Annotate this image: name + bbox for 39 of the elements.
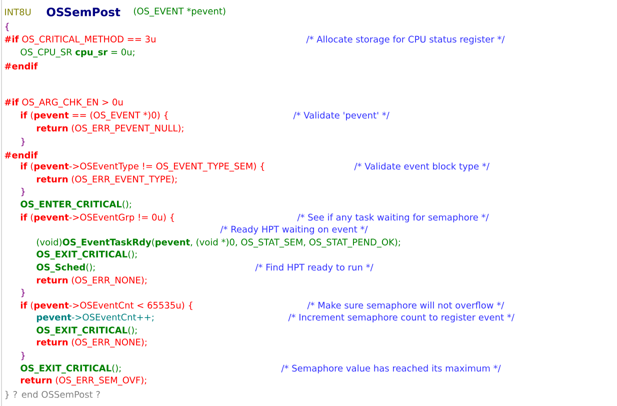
code-comment: /* Ready HPT waiting on event */ bbox=[220, 226, 368, 234]
code-line: OS_ENTER_CRITICAL(); bbox=[20, 200, 131, 210]
code-line: OS_CPU_SR cpu_sr = 0u; bbox=[20, 48, 134, 58]
code-line: if (pevent == (OS_EVENT *)0) { bbox=[20, 112, 168, 120]
code-comment: /* Make sure semaphore will not overflow */ bbox=[307, 302, 504, 310]
code-line: INT8U bbox=[5, 8, 31, 16]
code-comment: /* Increment semaphore count to register event */ bbox=[288, 314, 514, 322]
code-comment: /* Validate 'pevent' */ bbox=[293, 112, 390, 120]
code-line: } bbox=[21, 352, 25, 360]
code-line: #endif bbox=[4, 62, 38, 70]
code-comment: /* See if any task waiting for semaphore */ bbox=[297, 214, 489, 222]
code-line: OS_EXIT_CRITICAL(); bbox=[36, 250, 137, 260]
code-line: } bbox=[21, 288, 25, 298]
code-line: OS_EXIT_CRITICAL(); bbox=[20, 364, 121, 374]
code-comment: /* Validate event block type */ bbox=[354, 162, 490, 172]
code-line: OS_EXIT_CRITICAL(); bbox=[36, 326, 137, 336]
code-line: pevent->OSEventCnt++; bbox=[36, 314, 154, 322]
code-line: (void)OS_EventTaskRdy(pevent, (void *)0, OS_STAT_SEM, OS_STAT_PEND_OK); bbox=[36, 238, 400, 248]
code-line: #if OS_CRITICAL_METHOD == 3u bbox=[4, 36, 156, 44]
code-line: return (OS_ERR_EVENT_TYPE); bbox=[36, 176, 177, 184]
code-line: #endif bbox=[4, 152, 38, 158]
code-line: if (pevent->OSEventCnt < 65535u) { bbox=[20, 302, 192, 310]
code-line: (OS_EVENT *pevent) bbox=[134, 8, 226, 16]
code-line: } ? end OSSemPost ? bbox=[5, 390, 100, 400]
code-line: return (OS_ERR_SEM_OVF); bbox=[20, 376, 146, 386]
code-comment: /* Semaphore value has reached its maximum */ bbox=[281, 364, 501, 374]
code-line: #if OS_ARG_CHK_EN > 0u bbox=[4, 98, 123, 108]
code-line: if (pevent->OSEventGrp != 0u) { bbox=[20, 214, 174, 222]
code-line: { bbox=[5, 22, 9, 32]
code-comment: /* Find HPT ready to run */ bbox=[255, 264, 374, 272]
code-line: return (OS_ERR_NONE); bbox=[36, 338, 146, 348]
code-line: return (OS_ERR_NONE); bbox=[36, 276, 146, 286]
code-line: return (OS_ERR_PEVENT_NULL); bbox=[36, 124, 184, 134]
code-comment: /* Allocate storage for CPU status register */ bbox=[306, 36, 505, 44]
code-line: if (pevent->OSEventType != OS_EVENT_TYPE_SEM) { bbox=[20, 162, 264, 172]
code-line: } bbox=[21, 138, 25, 146]
function-name: OSSemPost bbox=[46, 8, 120, 16]
code-line: OS_Sched(); bbox=[36, 264, 95, 272]
code-line: } bbox=[21, 188, 25, 196]
